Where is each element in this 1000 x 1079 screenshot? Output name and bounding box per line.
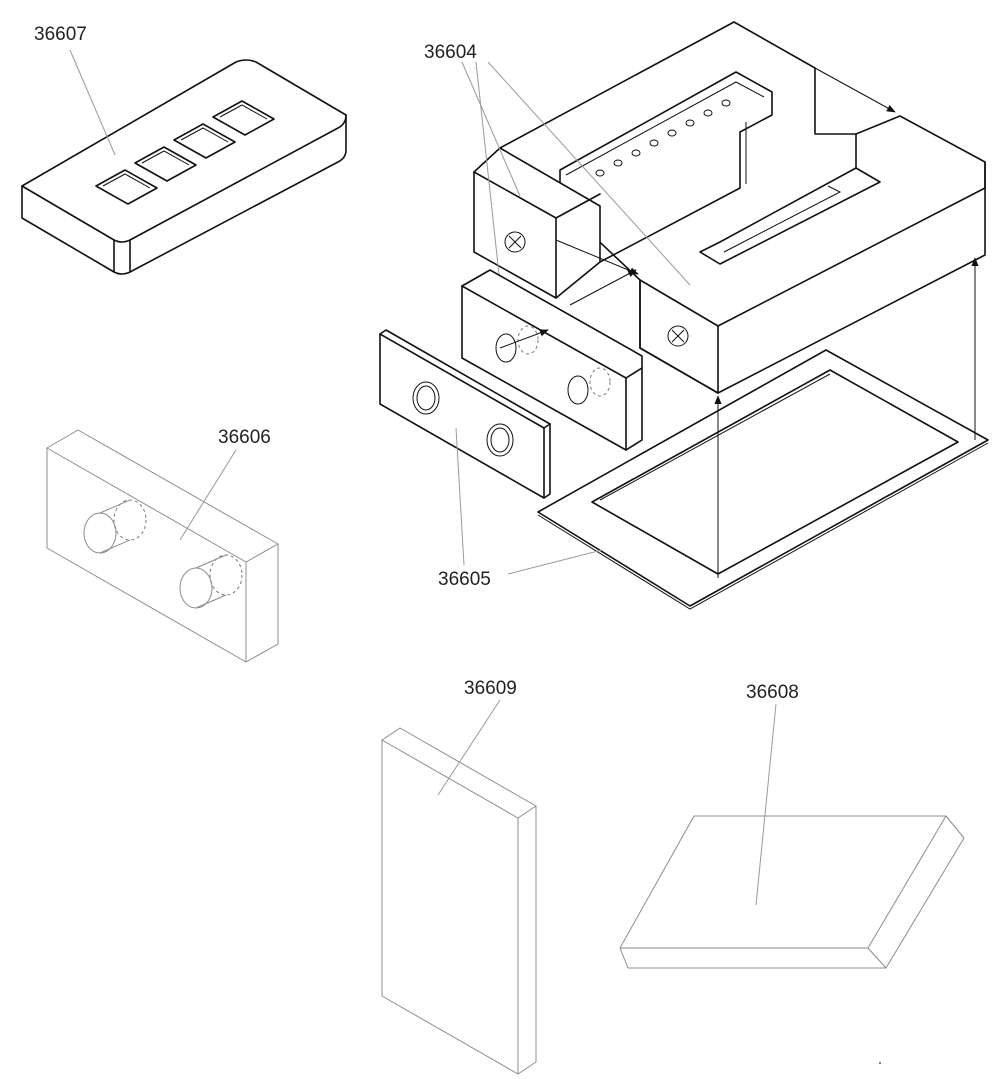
label-36608: 36608 (746, 682, 799, 703)
label-36606: 36606 (218, 427, 271, 448)
label-36604: 36604 (424, 42, 477, 63)
housing-blocks-part: 36604 (424, 21, 986, 440)
label-36607: 36607 (34, 24, 87, 45)
magnet-block-part: 36606 (46, 427, 279, 663)
label-36605: 36605 (438, 569, 491, 590)
flat-pad-part: 36608 (619, 682, 965, 969)
middle-magnet-block (461, 269, 643, 451)
cartridge-tray-part: 36607 (21, 24, 347, 275)
label-36609: 36609 (464, 678, 517, 699)
vertical-pad-part: 36609 (381, 678, 537, 1075)
front-plate-part: 36605 (379, 329, 989, 610)
